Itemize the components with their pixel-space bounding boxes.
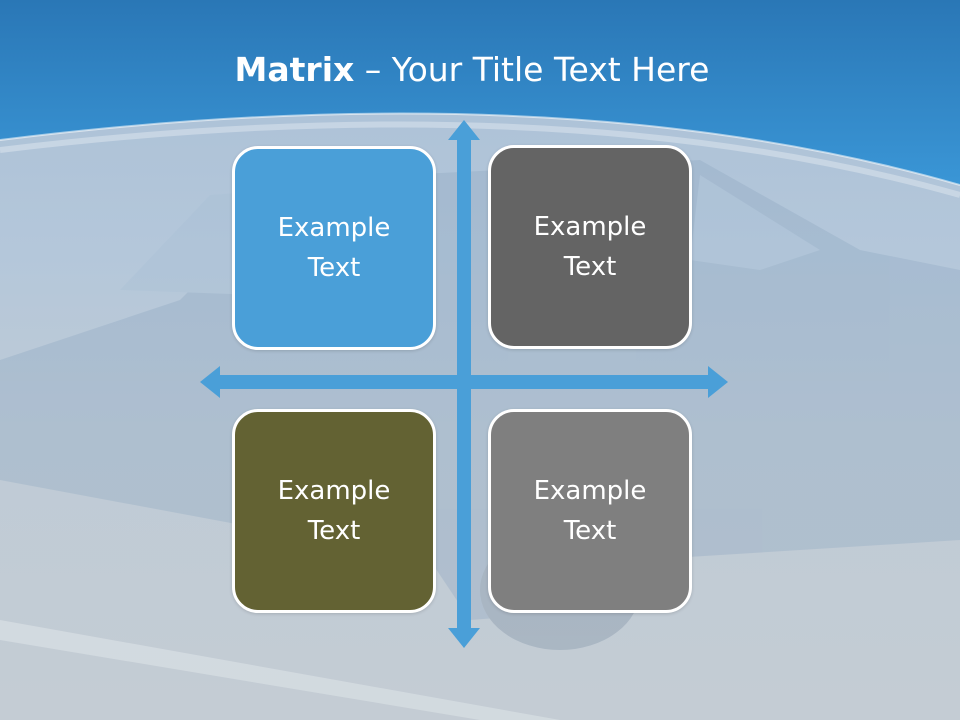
quadrant-bottom-left[interactable]: Example Text (232, 409, 436, 613)
road-stripe (0, 620, 560, 720)
slide-title: Matrix – Your Title Text Here (0, 50, 944, 89)
header-band (0, 0, 960, 185)
quadrant-top-left[interactable]: Example Text (232, 146, 436, 350)
quadrant-label: Example Text (277, 476, 391, 546)
title-bold-part: Matrix (234, 50, 355, 89)
matrix-axes (200, 120, 728, 648)
car-photo-silhouette (0, 160, 960, 650)
quadrant-label: Example Text (277, 213, 391, 283)
quadrant-label: Example Text (533, 212, 647, 282)
quadrant-label: Example Text (533, 476, 647, 546)
quadrant-top-right[interactable]: Example Text (488, 145, 692, 349)
quadrant-bottom-right[interactable]: Example Text (488, 409, 692, 613)
title-rest-part: – Your Title Text Here (354, 50, 710, 89)
